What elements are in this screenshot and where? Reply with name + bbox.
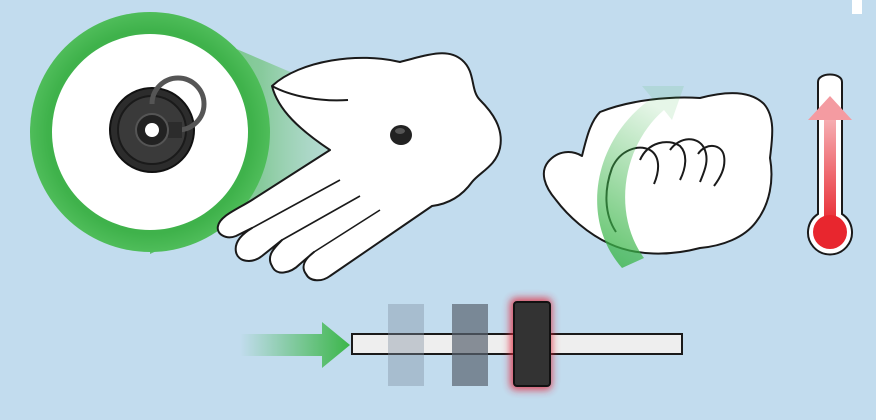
- slider-handle-ghost-1: [388, 304, 424, 386]
- corner-marker: [852, 0, 862, 14]
- slider-handle: [513, 301, 551, 387]
- puck-on-palm: [390, 125, 412, 145]
- push-arrow-icon: [240, 322, 350, 368]
- closed-fist-icon: [542, 86, 774, 268]
- curved-arrow-icon: [597, 86, 684, 268]
- open-hand-icon: [216, 52, 502, 282]
- puck-icon: [109, 75, 207, 173]
- thermometer-column: [824, 110, 836, 228]
- slider-handle-ghost-2: [452, 304, 488, 386]
- slider-diagram: [240, 298, 683, 390]
- rising-arrow-icon: [808, 96, 852, 120]
- thermometer-bulb: [813, 215, 847, 249]
- thermometer-icon: [807, 73, 853, 256]
- magnified-puck-callout: [30, 12, 398, 254]
